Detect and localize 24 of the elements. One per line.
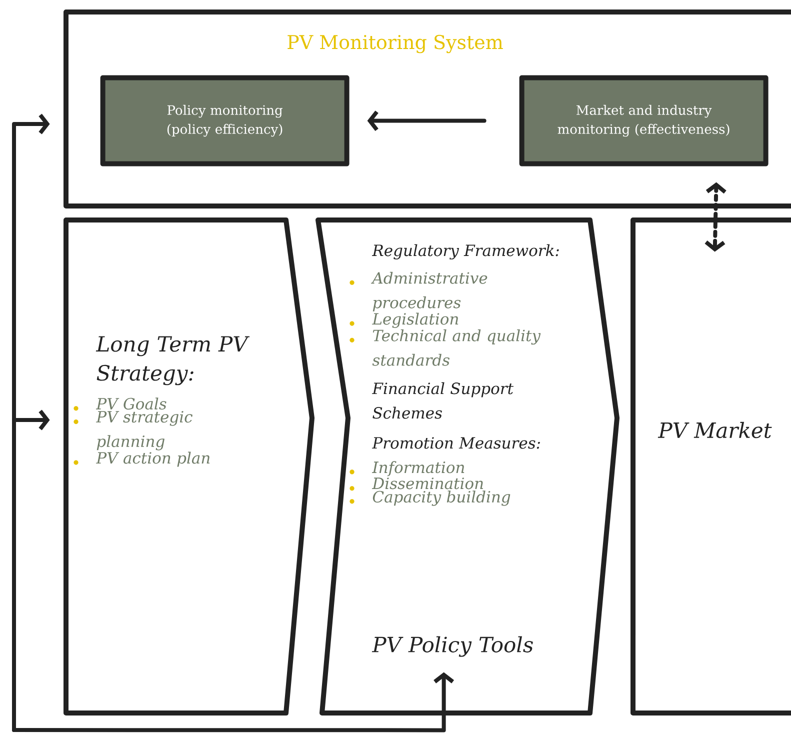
monitoring-box: Market and industry monitoring (effectiveness) — [519, 75, 768, 166]
box-heading: PV Market — [658, 422, 772, 438]
section-heading: Regulatory Framework: — [372, 244, 559, 260]
bullet-item: PV action plan — [74, 452, 210, 467]
bullet-item: PV strategic planning — [74, 410, 192, 450]
box-title: PV Monitoring System — [288, 34, 503, 54]
box-heading: PV Policy Tools — [372, 636, 533, 657]
dotted-double-arrow — [704, 182, 726, 252]
bullet-item: PV Goals — [74, 398, 166, 411]
bullet-item: Information — [350, 461, 464, 476]
bullet-item: Legislation — [350, 312, 458, 328]
bullet-item: Dissemination — [350, 478, 483, 491]
box-heading: Long Term PV Strategy: — [96, 336, 250, 386]
bullet-item: Capacity building — [350, 490, 510, 506]
section-heading: Promotion Measures: — [372, 437, 540, 449]
bullet-item: Administrative procedures — [350, 272, 488, 312]
bullet-item: Technical and quality standards — [350, 329, 541, 366]
monitoring-box: Policy monitoring (policy efficiency) — [100, 75, 350, 166]
system-box — [64, 10, 791, 208]
arrow — [367, 110, 486, 132]
arrow — [12, 672, 454, 732]
section-heading: Financial Support Schemes — [372, 382, 514, 419]
arrow — [12, 410, 50, 732]
market-box — [630, 218, 791, 716]
